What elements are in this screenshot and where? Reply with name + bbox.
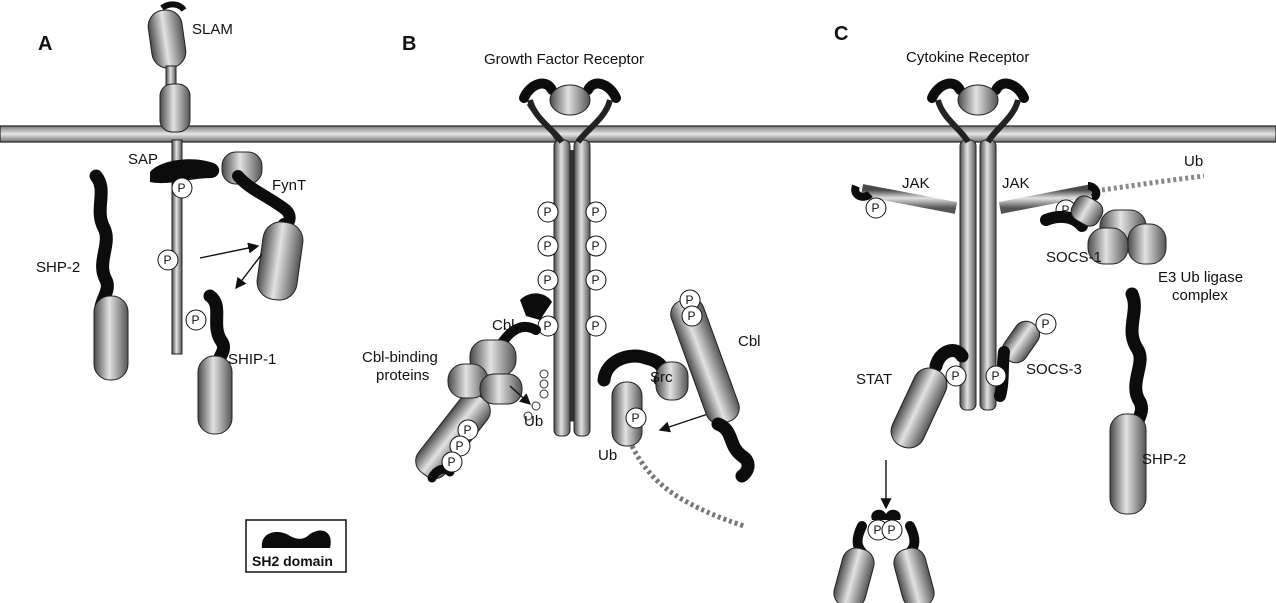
svg-text:P: P: [456, 439, 464, 453]
ub-left-label: Ub: [524, 413, 543, 430]
svg-text:P: P: [544, 205, 552, 219]
panel-b: B Growth Factor Receptor P P P P P P P P: [362, 33, 761, 526]
phospho-site: P: [442, 452, 462, 472]
phospho-site: P: [586, 316, 606, 336]
panel-c: C Cytokine Receptor JAK JAK P P Ub: [831, 23, 1243, 603]
jak-left-label: JAK: [902, 175, 930, 192]
shp2-phosphatase-a: SHP-2: [36, 176, 128, 380]
svg-text:P: P: [632, 411, 640, 425]
shp2-c-label: SHP-2: [1142, 451, 1186, 468]
cbl-binding-proteins: Cbl-binding proteins: [362, 340, 522, 404]
stat-label: STAT: [856, 371, 892, 388]
ub-right-label: Ub: [598, 447, 617, 464]
socs1-label: SOCS-1: [1046, 249, 1102, 266]
cbl-binding-label-1: Cbl-binding: [362, 349, 438, 366]
phospho-site: P: [538, 202, 558, 222]
phospho-site: P: [986, 366, 1006, 386]
svg-text:P: P: [178, 181, 186, 195]
svg-text:P: P: [688, 309, 696, 323]
phospho-site: P: [946, 366, 966, 386]
stat-protein: STAT P: [856, 351, 966, 508]
phospho-site: P: [538, 236, 558, 256]
cbl-binding-label-2: proteins: [376, 367, 429, 384]
phospho-site: P: [866, 198, 886, 218]
src-label: Src: [650, 369, 673, 386]
phospho-site: P: [586, 270, 606, 290]
phospho-site: P: [172, 178, 192, 198]
panel-c-title: Cytokine Receptor: [906, 49, 1029, 66]
socs3-label: SOCS-3: [1026, 361, 1082, 378]
svg-text:P: P: [592, 273, 600, 287]
panel-b-letter: B: [402, 33, 416, 55]
svg-text:P: P: [592, 319, 600, 333]
svg-text:P: P: [544, 319, 552, 333]
legend: SH2 domain: [246, 520, 346, 572]
svg-text:P: P: [544, 239, 552, 253]
jak-right-label: JAK: [1002, 175, 1030, 192]
svg-text:P: P: [992, 369, 1000, 383]
sap-label: SAP: [128, 151, 158, 168]
ship1-label: SHIP-1: [228, 351, 276, 368]
fynt-kinase: FynT: [222, 152, 306, 302]
fynt-label: FynT: [272, 177, 306, 194]
panel-a: A SLAM SAP FynT SHP-2 SHIP-1: [36, 4, 346, 572]
phospho-site: P: [538, 270, 558, 290]
plasma-membrane: [0, 126, 1276, 142]
panel-a-letter: A: [38, 33, 52, 55]
cbl-left-label: Cbl: [492, 317, 515, 334]
shp2-phosphatase-c: SHP-2: [1110, 294, 1186, 514]
ship1-phosphatase: SHIP-1: [198, 296, 276, 434]
svg-text:P: P: [448, 455, 456, 469]
arrows-a: [200, 246, 262, 288]
svg-text:P: P: [888, 523, 896, 537]
cbl-right-label: Cbl: [738, 333, 761, 350]
svg-text:P: P: [192, 313, 200, 327]
svg-text:P: P: [1042, 317, 1050, 331]
e3-label-1: E3 Ub ligase: [1158, 269, 1243, 286]
phospho-site: P: [186, 310, 206, 330]
phospho-site: P: [1036, 314, 1056, 334]
svg-text:P: P: [592, 239, 600, 253]
slam-label: SLAM: [192, 21, 233, 38]
svg-text:P: P: [686, 293, 694, 307]
svg-text:P: P: [952, 369, 960, 383]
e3-label-2: complex: [1172, 287, 1228, 304]
phospho-site: P: [158, 250, 178, 270]
phospho-site: P: [586, 202, 606, 222]
phospho-site: P: [626, 408, 646, 428]
svg-text:P: P: [464, 423, 472, 437]
shp2-a-label: SHP-2: [36, 259, 80, 276]
stat-dimer: P P: [831, 510, 937, 603]
svg-text:P: P: [872, 201, 880, 215]
ub-c-label: Ub: [1184, 153, 1203, 170]
socs3: SOCS-3 P P: [986, 314, 1082, 396]
svg-text:P: P: [874, 523, 882, 537]
svg-text:P: P: [164, 253, 172, 267]
phospho-site: P: [882, 520, 902, 540]
ubiquitin-chain-c: Ub: [1102, 153, 1204, 190]
src-kinase: Src P: [604, 356, 688, 446]
phospho-site: P: [586, 236, 606, 256]
svg-text:P: P: [544, 273, 552, 287]
socs1-complex: SOCS-1 E3 Ub ligase complex: [1046, 192, 1243, 304]
panel-b-title: Growth Factor Receptor: [484, 51, 644, 68]
phospho-site: P: [538, 316, 558, 336]
panel-c-letter: C: [834, 23, 848, 45]
phospho-site: P: [682, 306, 702, 326]
legend-label: SH2 domain: [252, 553, 333, 569]
svg-text:P: P: [592, 205, 600, 219]
